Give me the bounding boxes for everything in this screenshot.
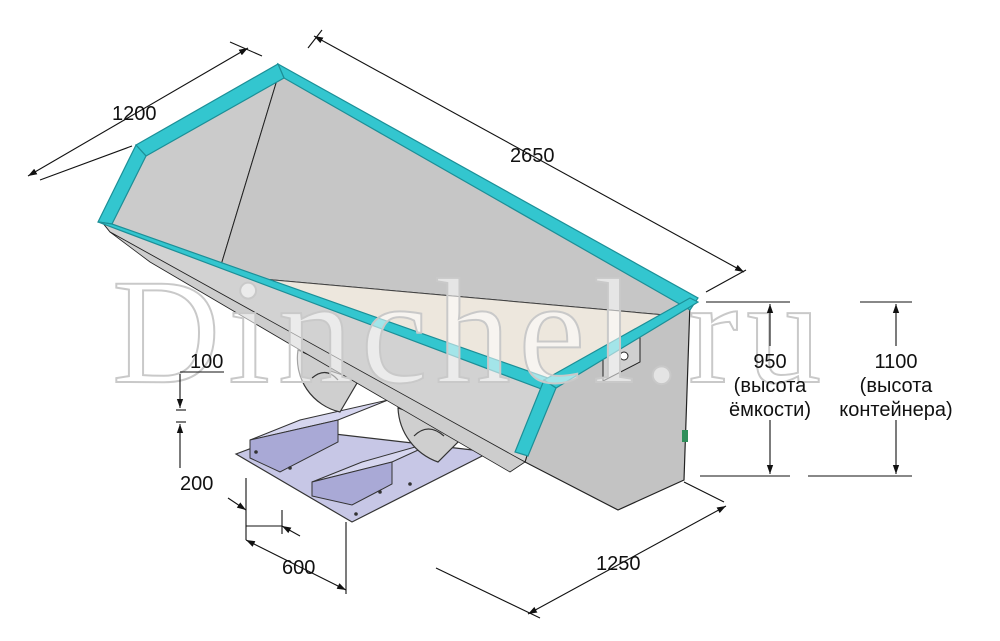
rim-front-lip <box>514 379 557 457</box>
dim-1100-note-2: контейнера) <box>839 399 952 421</box>
front-rocker-wheel <box>397 407 472 463</box>
dim-1250-line <box>527 505 727 615</box>
front-wall-lower <box>109 231 526 473</box>
rear-channel-side <box>249 419 339 473</box>
dim-2650-label: 2650 <box>510 145 555 167</box>
dim-950-note-2: ёмкости) <box>729 399 811 421</box>
dim-2650-line <box>313 35 745 273</box>
dimension-lines <box>27 29 912 619</box>
dim-1250-label: 1250 <box>596 553 641 575</box>
watermark-text: Dinchel.ru <box>112 249 829 415</box>
bolt-hole <box>378 490 382 494</box>
dim-600-label: 600 <box>282 557 315 579</box>
dim-1200-line <box>27 47 249 177</box>
dim-100-label: 100 <box>190 351 223 373</box>
extension-line <box>229 41 263 57</box>
front-channel-side <box>311 461 393 506</box>
dim-1200-label: 1200 <box>112 103 157 125</box>
bracket-hole <box>619 351 629 361</box>
dim-200-right <box>281 525 301 537</box>
dim-1100-label: 1100 <box>874 351 917 373</box>
dim-950-note-1: (высота <box>734 375 808 397</box>
bolt-hole <box>354 512 358 516</box>
dim-1100-note-1: (высота <box>860 375 934 397</box>
dimension-labels: 1200 2650 100 200 600 1250 950 (высота ё… <box>112 103 953 579</box>
bolt-hole <box>408 482 412 486</box>
dim-950-label: 950 <box>753 351 786 373</box>
rear-rocker-wheel <box>296 349 361 413</box>
dim-200-label: 200 <box>180 473 213 495</box>
extension-line <box>683 481 725 503</box>
extension-line <box>39 145 133 181</box>
extension-line <box>705 269 747 293</box>
dim-600-line <box>245 539 347 591</box>
extension-line <box>435 567 541 619</box>
side-fitting <box>682 430 688 442</box>
bolt-hole <box>288 466 292 470</box>
bolt-hole <box>254 450 258 454</box>
dim-200-left <box>227 497 247 511</box>
extension-line <box>307 29 323 49</box>
